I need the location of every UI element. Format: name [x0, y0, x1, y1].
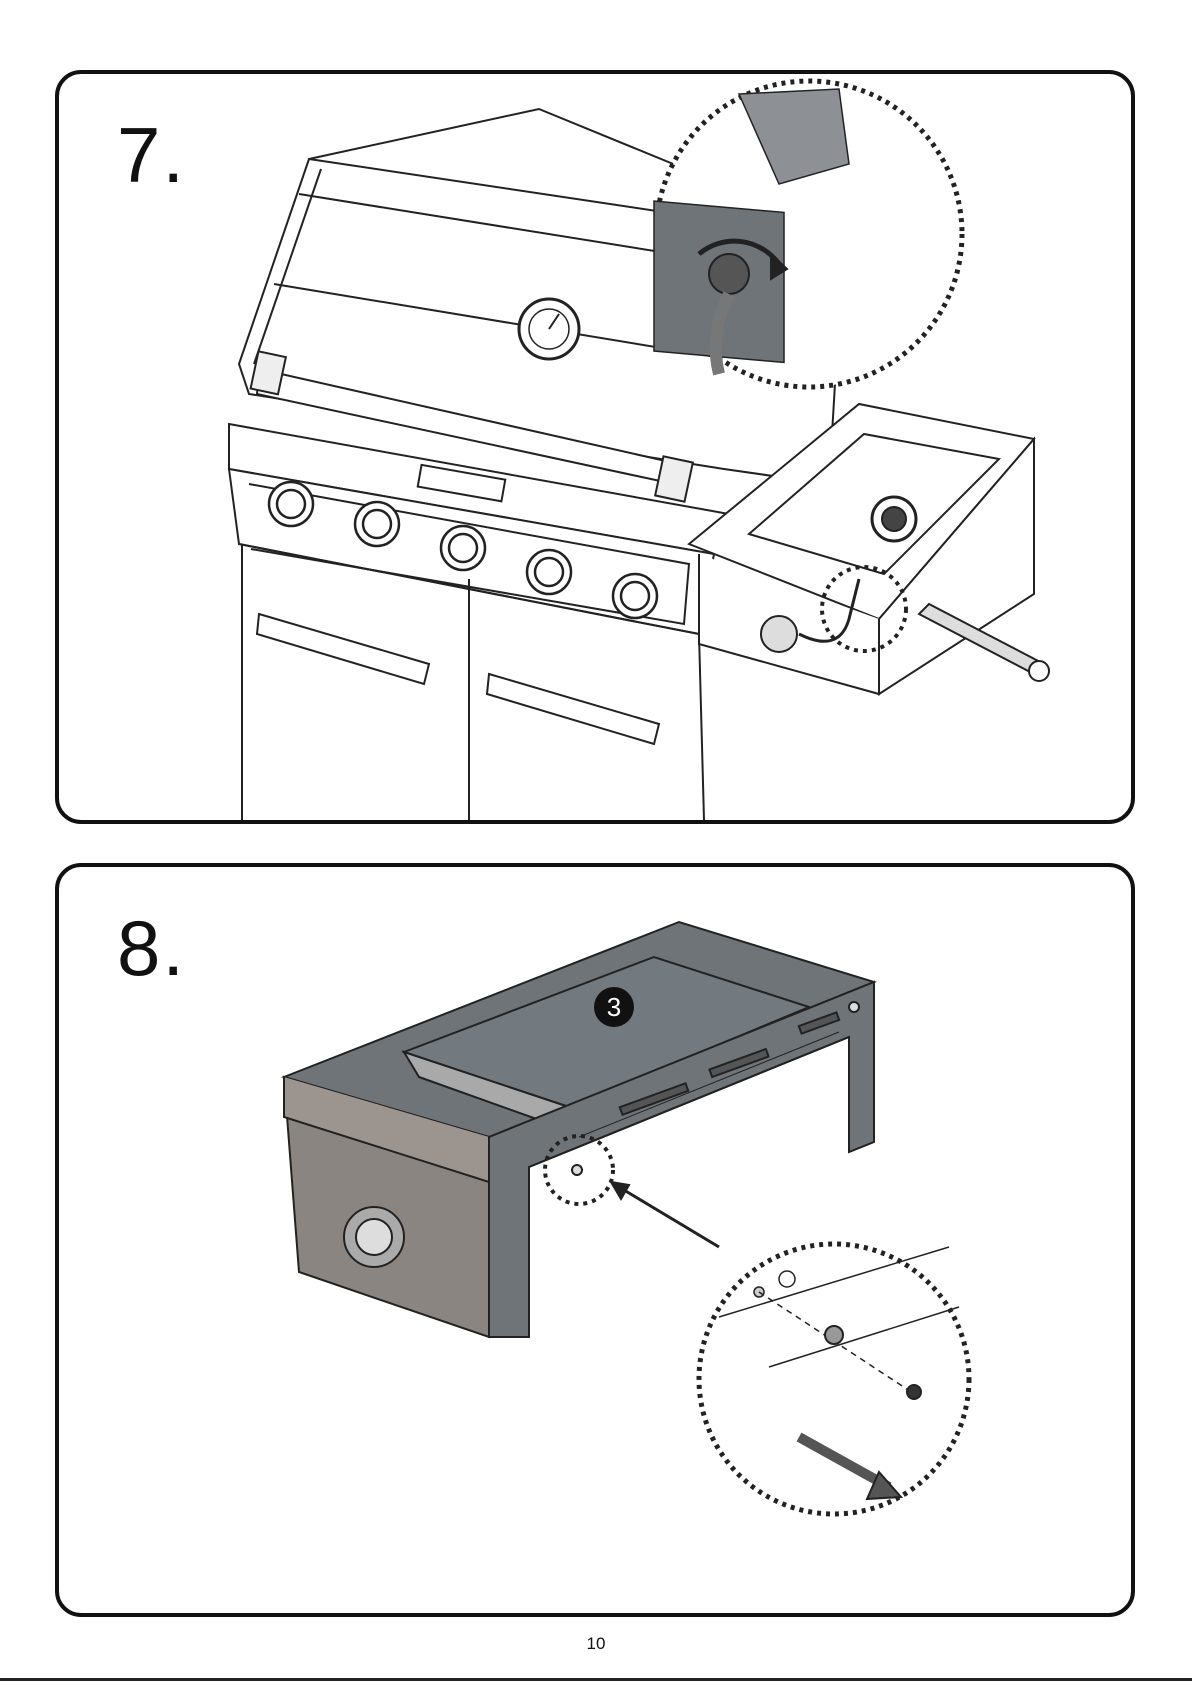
step-7-panel: 7. [55, 70, 1135, 824]
page-edge-rule [0, 1678, 1192, 1681]
page-number: 10 [0, 1634, 1192, 1654]
part-callout-number: 3 [607, 992, 621, 1022]
step-8-panel: 8. [55, 863, 1135, 1617]
side-burner-illustration: 3 [59, 867, 1131, 1613]
grill-illustration [59, 74, 1131, 820]
